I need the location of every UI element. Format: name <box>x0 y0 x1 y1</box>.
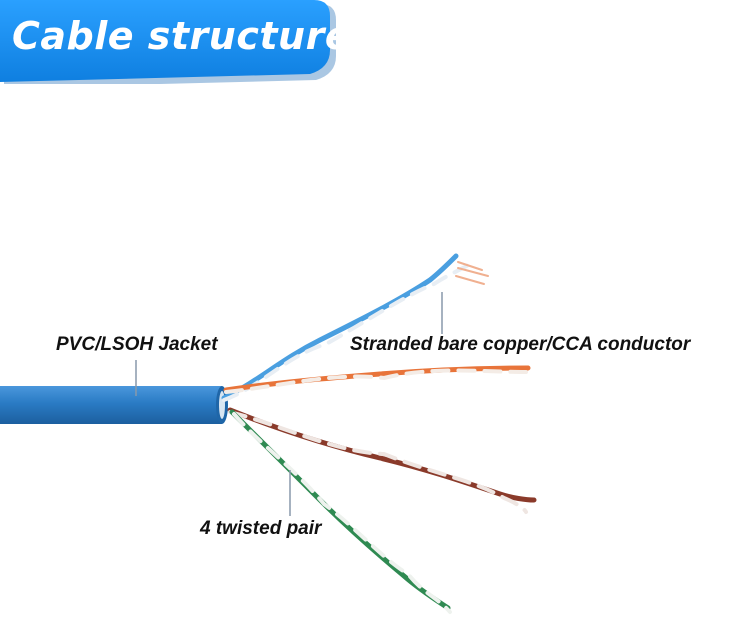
jacket-label: PVC/LSOH Jacket <box>56 334 218 355</box>
green-twisted-pair <box>229 409 452 614</box>
blue-twisted-pair <box>221 253 489 402</box>
banner-title: Cable structure <box>12 14 352 58</box>
banner-background <box>0 0 336 84</box>
conductor-label: Stranded bare copper/CCA conductor <box>350 334 691 355</box>
orange-twisted-pair <box>223 365 531 394</box>
brown-twisted-pair <box>227 407 537 514</box>
title-banner: Cable structure <box>0 0 351 84</box>
twisted-pair-label: 4 twisted pair <box>200 518 322 539</box>
cable-jacket <box>0 386 228 424</box>
